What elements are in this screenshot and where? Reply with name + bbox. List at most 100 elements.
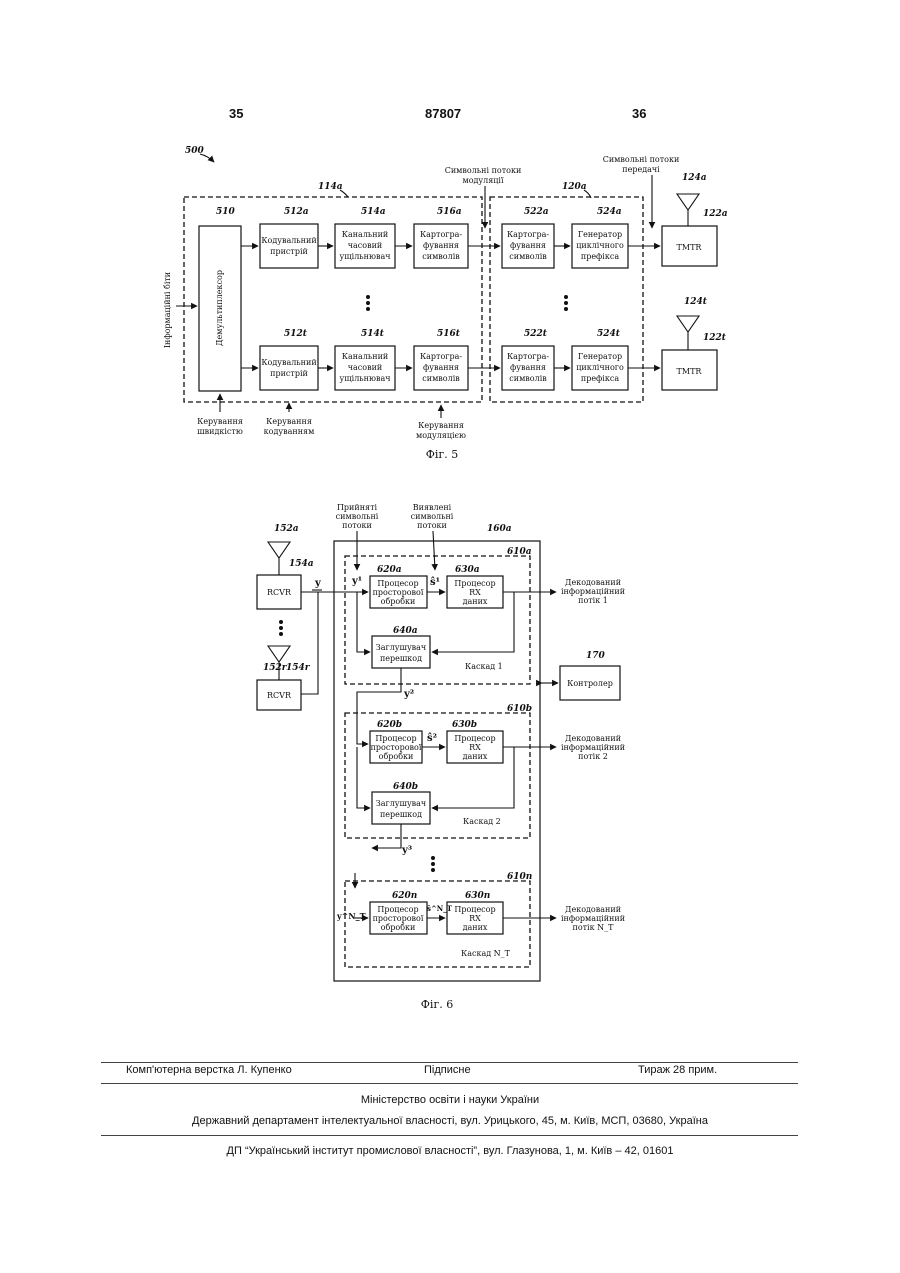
transmit-streams-label-1: Символьні потоки xyxy=(603,155,680,164)
ref-640a: 640a xyxy=(393,626,418,636)
antenna-t-icon xyxy=(677,316,699,350)
ref-160a: 160a xyxy=(487,524,512,534)
coder-block-t xyxy=(260,346,318,390)
spatial-n-line-3: обробки xyxy=(381,923,416,932)
coding-control-line-2: кодуванням xyxy=(264,427,315,436)
interleaver-t-line-3: ущільнювач xyxy=(340,374,391,383)
coder-block-a xyxy=(260,224,318,268)
cp-a-line-2: циклічного xyxy=(576,241,624,250)
rcvr-r-label: RCVR xyxy=(267,691,292,700)
y-vector-label: y xyxy=(314,578,322,589)
ref-124t: 124t xyxy=(684,297,708,307)
spatial-a-line-2: просторової xyxy=(373,588,424,597)
rx-n-line-3: даних xyxy=(463,923,488,932)
interference-canceller-a xyxy=(372,636,430,668)
ref-610a: 610a xyxy=(507,547,532,557)
ref-514a: 514a xyxy=(361,207,386,217)
coder-t-line-1: Кодувальний xyxy=(261,358,316,367)
footer-institute: ДП “Український інститут промислової вла… xyxy=(0,1145,900,1157)
ref-122t: 122t xyxy=(703,333,727,343)
antenna-a-icon xyxy=(677,194,699,226)
rx-a-line-1: Процесор xyxy=(454,579,495,588)
stage1-input-symbol: y¹ xyxy=(351,576,362,587)
mapper1-a-line-2: фування xyxy=(423,241,459,250)
cp-t-line-1: Генератор xyxy=(578,352,622,361)
modulation-control-line-1: Керування xyxy=(418,421,464,430)
ref-522a: 522a xyxy=(524,207,549,217)
ref-124a: 124a xyxy=(682,173,707,183)
rate-control-line-2: швидкістю xyxy=(197,427,243,436)
rcvr-a-label: RCVR xyxy=(267,588,292,597)
demultiplexer-label: Демультиплексор xyxy=(215,270,224,346)
stage3-input-symbol: y³ xyxy=(401,845,412,856)
coder-t-line-2: пристрій xyxy=(270,369,308,378)
ref-524a: 524a xyxy=(597,207,622,217)
ref-630a: 630a xyxy=(455,565,480,575)
mapper2-a-line-3: символів xyxy=(509,252,547,261)
rcvr-ellipsis xyxy=(279,620,283,636)
ref-154r: 154r xyxy=(286,663,311,673)
fig5-caption: Фіг. 5 xyxy=(426,448,458,461)
spatial-n-line-1: Процесор xyxy=(377,905,418,914)
cp-a-line-3: префікса xyxy=(581,252,619,261)
received-label-3: потоки xyxy=(342,521,372,530)
output1-line-1: Декодований xyxy=(565,578,621,587)
stage2-detected-symbol: ŝ² xyxy=(427,733,437,744)
tmtr-t-label: TMTR xyxy=(677,367,703,376)
interleaver-a-line-1: Канальний xyxy=(342,230,389,239)
detected-label-3: потоки xyxy=(417,521,447,530)
outputN-line-2: інформаційний xyxy=(561,914,625,923)
mapper1-t-line-2: фування xyxy=(423,363,459,372)
mapper1-a-line-1: Картогра- xyxy=(420,230,462,239)
stage2-label: Каскад 2 xyxy=(463,817,501,826)
tmtr-a-label: TMTR xyxy=(677,243,703,252)
ref-122a: 122a xyxy=(703,209,728,219)
fig6-caption: Фіг. 6 xyxy=(421,998,453,1011)
mapper2-t-line-3: символів xyxy=(509,374,547,383)
detected-label-1: Виявлені xyxy=(413,503,452,512)
ref-120a: 120a xyxy=(562,182,587,192)
outputN-line-1: Декодований xyxy=(565,905,621,914)
ref-620b: 620b xyxy=(377,720,402,730)
cp-a-line-1: Генератор xyxy=(578,230,622,239)
mapper2-t-line-1: Картогра- xyxy=(507,352,549,361)
interference-canceller-b xyxy=(372,792,430,824)
stage1-label: Каскад 1 xyxy=(465,662,503,671)
input-bits-label: Інформаційні біти xyxy=(163,272,172,348)
coder-a-line-1: Кодувальний xyxy=(261,236,316,245)
spatial-a-line-1: Процесор xyxy=(377,579,418,588)
ref-630n: 630n xyxy=(465,891,490,901)
detected-label-2: символьні xyxy=(411,512,454,521)
ref-516a: 516a xyxy=(437,207,462,217)
demux-ref: 510 xyxy=(216,207,236,217)
ref-512a: 512a xyxy=(284,207,309,217)
outputN-line-3: потік N_T xyxy=(572,923,614,932)
received-label-1: Прийняті xyxy=(337,503,378,512)
stageN-input-symbol: y^N_T xyxy=(336,911,366,921)
mapper1-a-line-3: символів xyxy=(422,252,460,261)
rx-b-line-1: Процесор xyxy=(454,734,495,743)
stageN-label: Каскад N_T xyxy=(461,949,511,958)
cancel-b-line-2: перешкод xyxy=(380,810,422,819)
output2-line-2: інформаційний xyxy=(561,743,625,752)
footer-ministry: Міністерство освіти і науки України xyxy=(0,1094,900,1106)
coder-a-line-2: пристрій xyxy=(270,247,308,256)
spatial-b-line-1: Процесор xyxy=(375,734,416,743)
modulation-control-line-2: модуляцією xyxy=(416,431,466,440)
stage2-input-symbol: y² xyxy=(403,689,414,700)
spatial-b-line-2: просторової xyxy=(371,743,422,752)
ref-524t: 524t xyxy=(597,329,621,339)
output2-line-1: Декодований xyxy=(565,734,621,743)
output1-line-2: інформаційний xyxy=(561,587,625,596)
spatial-a-line-3: обробки xyxy=(381,597,416,606)
ref-152a: 152a xyxy=(274,524,299,534)
ref-170: 170 xyxy=(586,651,606,661)
ref-154a: 154a xyxy=(289,559,314,569)
rate-control-line-1: Керування xyxy=(197,417,243,426)
rx-b-line-2: RX xyxy=(469,743,481,752)
mapper2-t-line-2: фування xyxy=(510,363,546,372)
ref-620n: 620n xyxy=(392,891,417,901)
received-label-2: символьні xyxy=(336,512,379,521)
ref-620a: 620a xyxy=(377,565,402,575)
footer-rule-3 xyxy=(101,1135,798,1136)
